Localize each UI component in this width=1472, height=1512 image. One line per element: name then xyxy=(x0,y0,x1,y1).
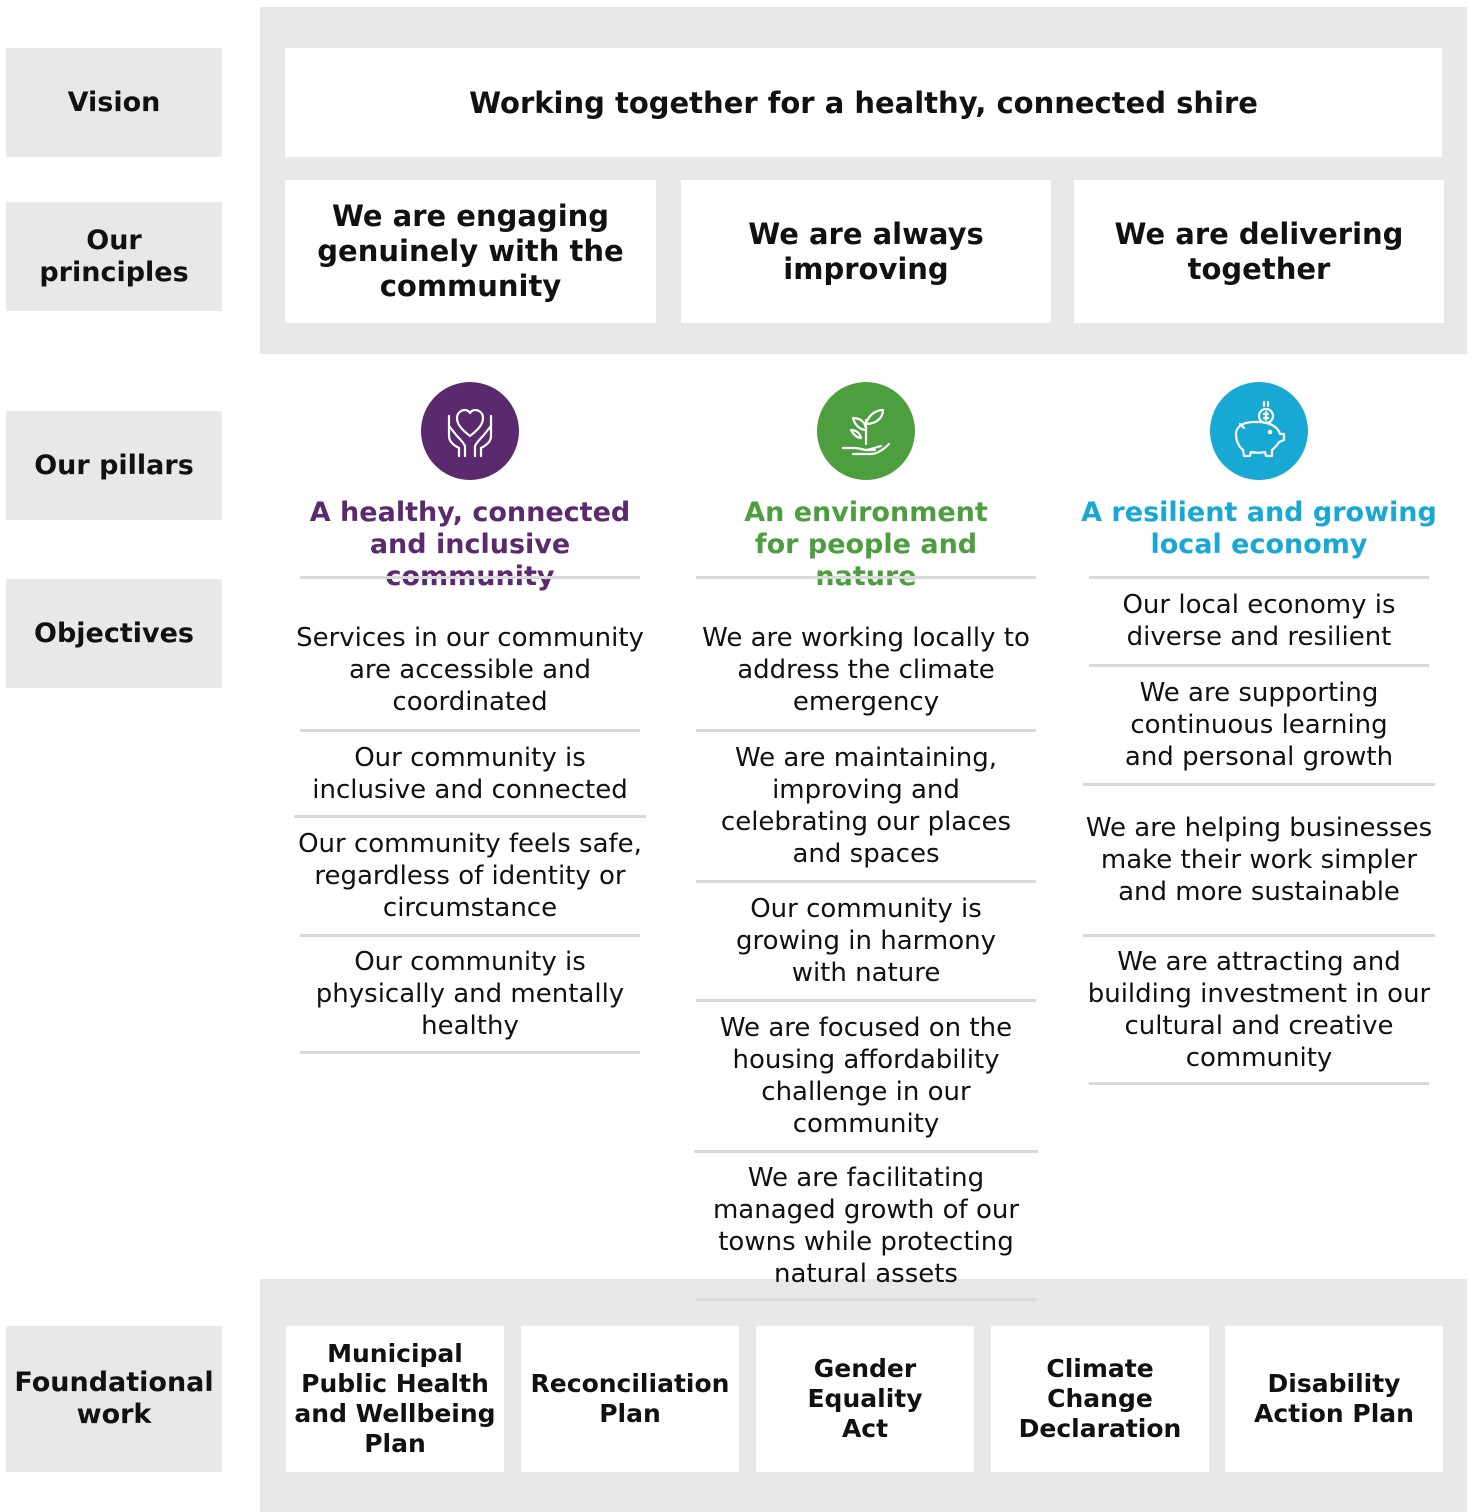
divider xyxy=(1089,1082,1429,1085)
row-label-pillars: Our pillars xyxy=(6,411,222,520)
objective-item: We are focused on the housing affordabil… xyxy=(696,999,1036,1150)
objectives-list: Our local economy is diverse and resilie… xyxy=(1083,578,1435,1085)
divider xyxy=(300,1051,640,1054)
objective-item: Our local economy is diverse and resilie… xyxy=(1122,590,1396,652)
principle-card: We are always improving xyxy=(681,180,1051,323)
row-label-objectives: Objectives xyxy=(6,579,222,688)
objectives-list: We are working locally to address the cl… xyxy=(694,610,1038,1301)
divider xyxy=(696,1298,1036,1301)
objective-item: Our community feels safe, regardless of … xyxy=(294,815,646,934)
principle-card: We are delivering together xyxy=(1074,180,1444,323)
principle-text: We are delivering together xyxy=(1114,216,1404,286)
foundational-card: Climate Change Declaration xyxy=(991,1326,1209,1472)
principle-text: We are engaging genuinely with the commu… xyxy=(317,199,624,303)
foundational-text: Reconciliation Plan xyxy=(530,1369,730,1428)
foundational-card: Municipal Public Health and Wellbeing Pl… xyxy=(286,1326,504,1472)
divider xyxy=(1089,576,1429,579)
row-label-principles: Our principles xyxy=(6,202,222,311)
foundational-text: Gender Equality Act xyxy=(807,1354,923,1443)
vision-statement: Working together for a healthy, connecte… xyxy=(469,85,1258,120)
pillar-column: A resilient and growing local economy Ou… xyxy=(1072,382,1446,1085)
foundational-card: Reconciliation Plan xyxy=(521,1326,739,1472)
foundational-text: Climate Change Declaration xyxy=(1018,1354,1182,1443)
heart-hands-icon xyxy=(421,382,519,480)
objective-item: Our community is physically and mentally… xyxy=(300,934,640,1051)
objective-item: We are supporting continuous learning an… xyxy=(1089,664,1429,783)
objectives-list: Services in our community are accessible… xyxy=(294,610,646,1054)
divider xyxy=(696,576,1036,579)
row-label-foundational-text: Foundational work xyxy=(14,1367,214,1430)
objective-item: We are facilitating managed growth of ou… xyxy=(694,1150,1038,1298)
row-label-foundational: Foundational work xyxy=(6,1326,222,1472)
objective-item: We are helping businesses make their wor… xyxy=(1083,783,1435,934)
foundational-text: Municipal Public Health and Wellbeing Pl… xyxy=(294,1339,496,1458)
objective-item: We are maintaining, improving and celebr… xyxy=(696,729,1036,880)
objective-item: We are working locally to address the cl… xyxy=(702,622,1030,717)
piggy-bank-icon xyxy=(1210,382,1308,480)
divider xyxy=(300,576,640,579)
vision-box: Working together for a healthy, connecte… xyxy=(285,48,1442,157)
foundational-card: Disability Action Plan xyxy=(1225,1326,1443,1472)
principle-text: We are always improving xyxy=(748,216,984,286)
objective-item: We are attracting and building investmen… xyxy=(1083,934,1435,1082)
objective-item: Services in our community are accessible… xyxy=(296,622,644,717)
pillar-title: A resilient and growing local economy xyxy=(1081,497,1437,560)
foundational-text: Disability Action Plan xyxy=(1254,1369,1414,1428)
pillar-column: An environment for people and nature We … xyxy=(679,382,1053,1301)
row-label-vision: Vision xyxy=(6,48,222,157)
pillar-column: A healthy, connected and inclusive commu… xyxy=(283,382,657,1054)
row-label-principles-text: Our principles xyxy=(39,224,189,288)
foundational-card: Gender Equality Act xyxy=(756,1326,974,1472)
objective-item: Our community is growing in harmony with… xyxy=(696,880,1036,999)
seedling-hand-icon xyxy=(817,382,915,480)
principle-card: We are engaging genuinely with the commu… xyxy=(285,180,656,323)
objective-item: Our community is inclusive and connected xyxy=(300,729,640,815)
